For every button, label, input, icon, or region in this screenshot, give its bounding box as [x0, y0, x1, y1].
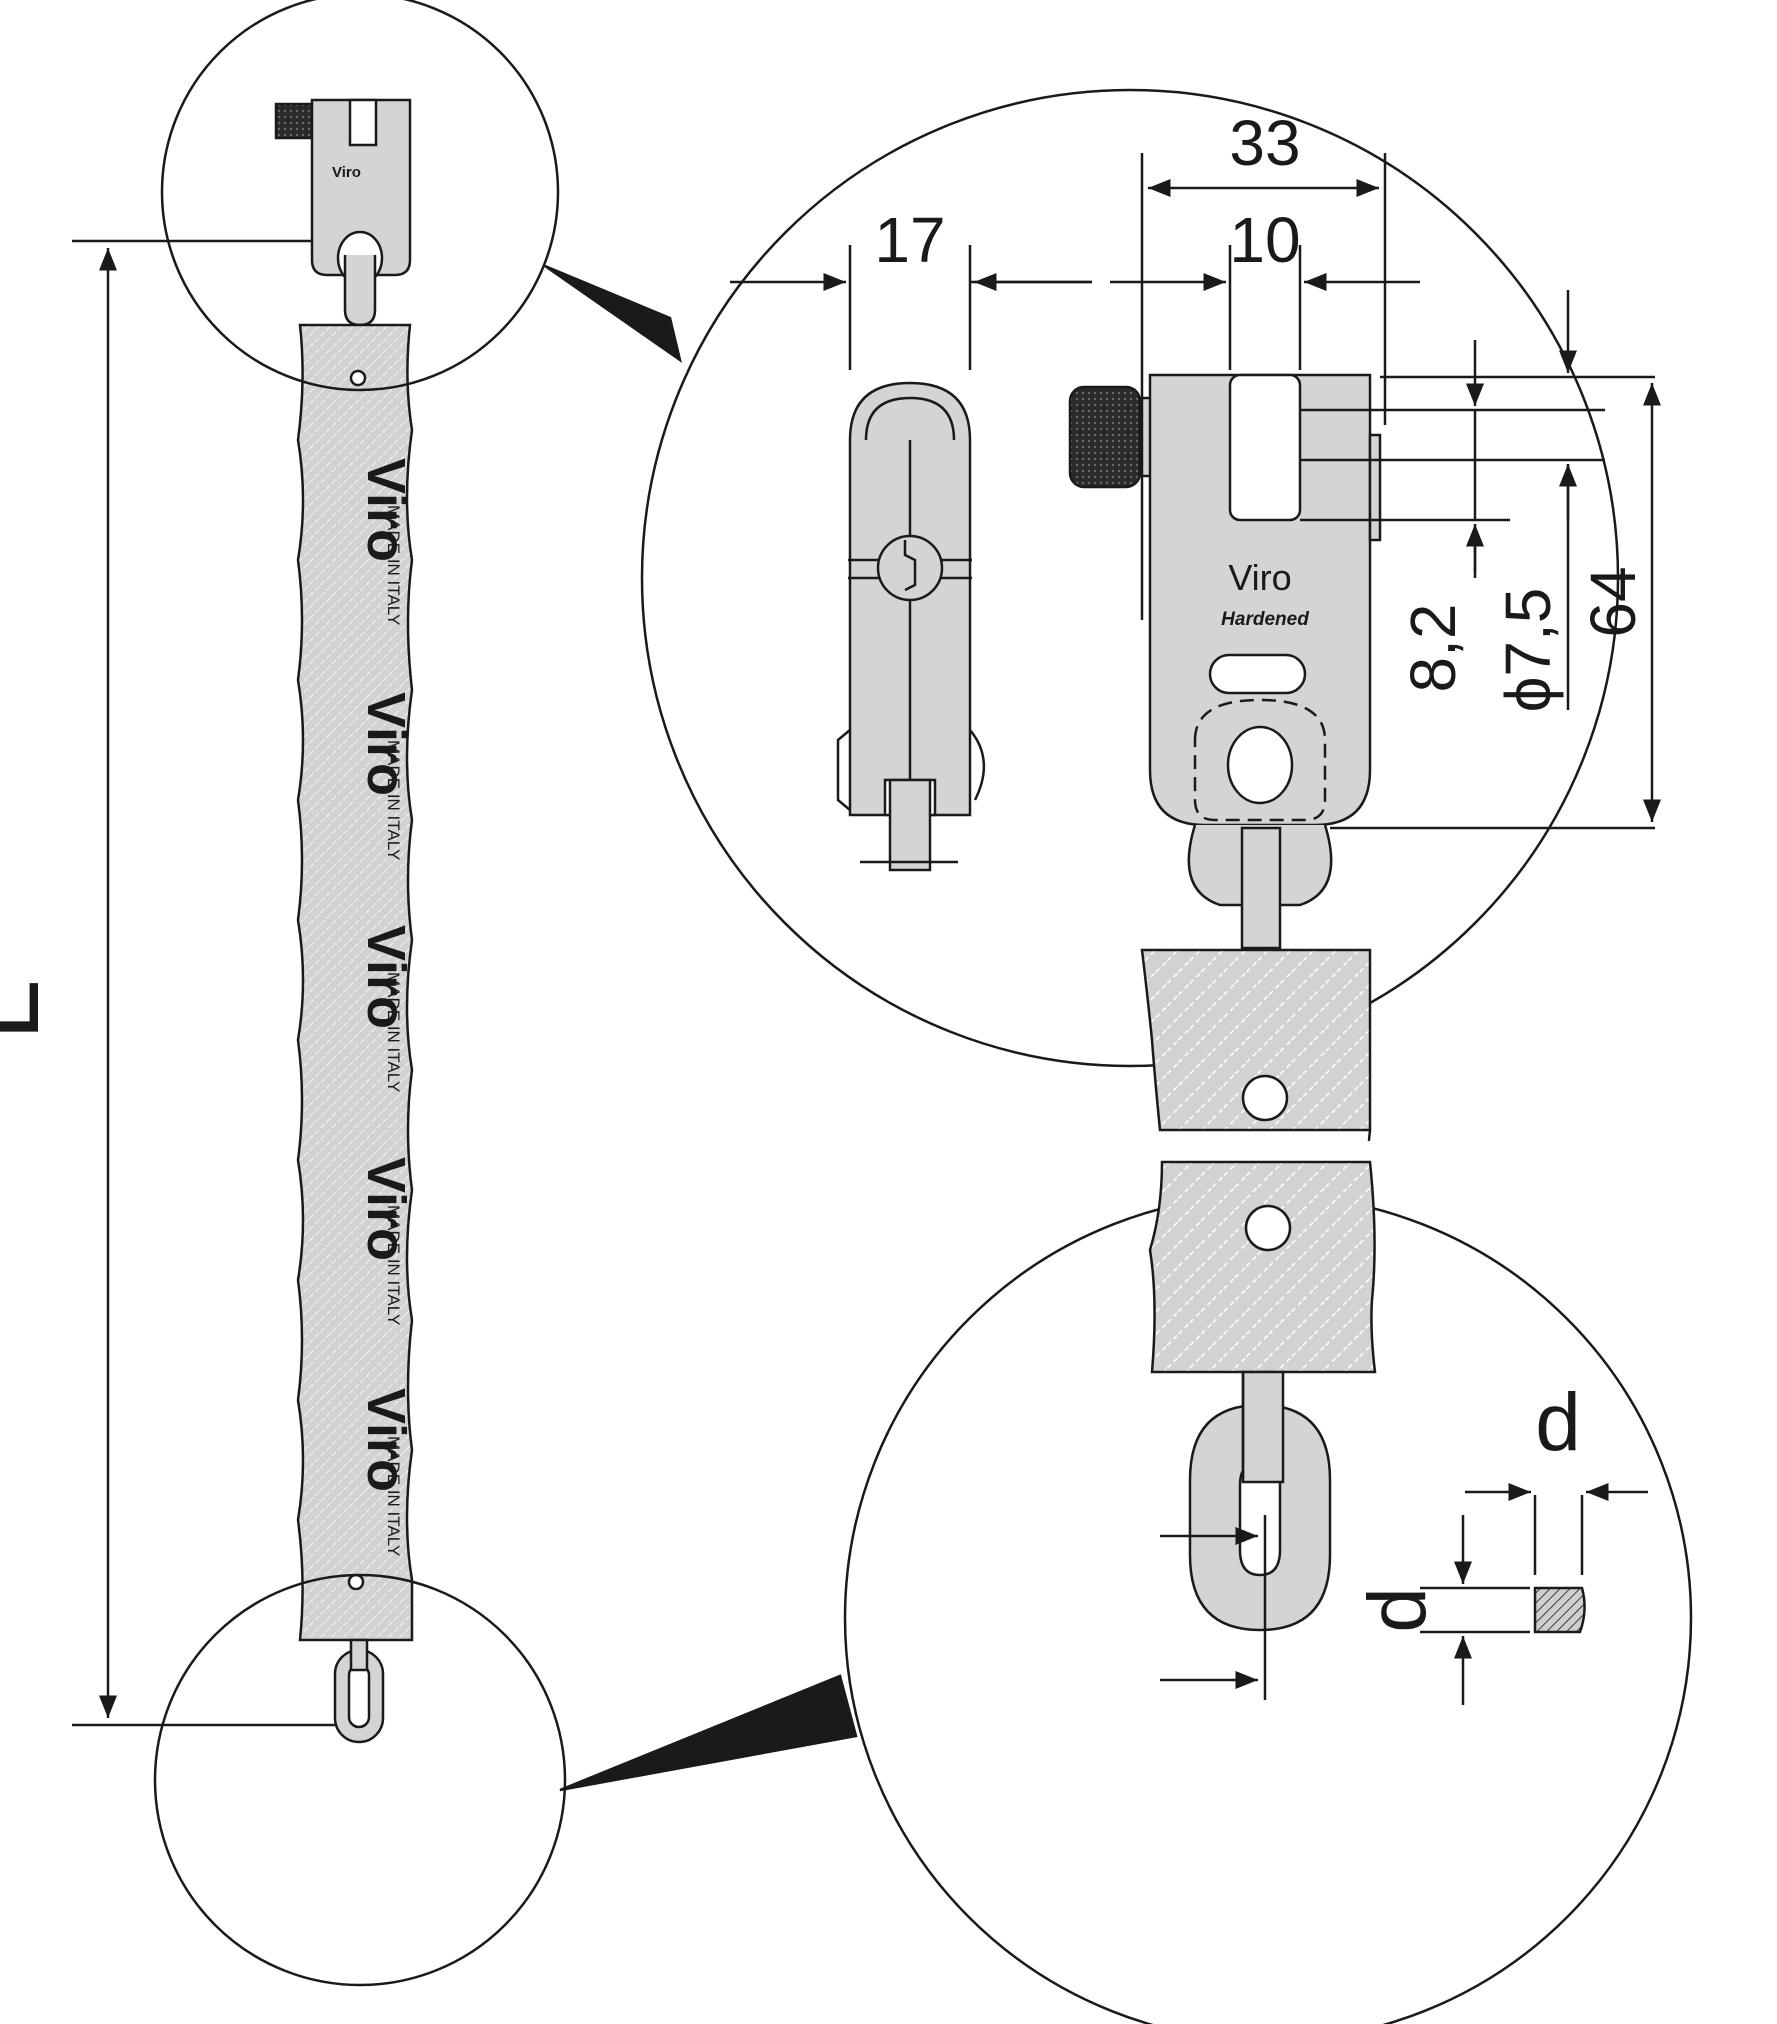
lock-hardened: Hardened — [1221, 609, 1309, 630]
link-sleeve-bottom — [1148, 1160, 1377, 1374]
sleeve-made-2: MADE IN ITALY — [384, 740, 403, 860]
dim-10: 10 — [1229, 204, 1300, 276]
sleeve — [296, 323, 414, 1642]
overall-view — [72, 0, 858, 1987]
lock-side-view — [836, 381, 986, 872]
small-knob — [274, 102, 314, 140]
small-lock-slot — [348, 98, 378, 147]
dim-33: 33 — [1229, 107, 1300, 179]
dim-64: 64 — [1577, 566, 1649, 637]
small-lock-body — [310, 98, 412, 277]
sleeve-rivet-top — [349, 369, 367, 387]
dim-8-2: 8,2 — [1397, 604, 1469, 693]
sleeve-markings: Viro MADE IN ITALY Viro MADE IN ITALY Vi… — [356, 458, 416, 1556]
sleeve-rivet-bottom — [347, 1573, 365, 1591]
leader-top — [544, 264, 682, 363]
lock-oblong-hole — [1208, 653, 1307, 695]
sleeve-brand-1: Viro — [356, 458, 416, 562]
dim-dia-7-5: ϕ7,5 — [1492, 588, 1564, 713]
sleeve-made-4: MADE IN ITALY — [384, 1205, 403, 1325]
wire-d-left: d — [1352, 1587, 1443, 1633]
lock-detail — [640, 88, 1661, 1142]
sleeve-made-3: MADE IN ITALY — [384, 972, 403, 1092]
lock-sleeve-top — [1140, 948, 1372, 1142]
detail-circle-top — [160, 0, 560, 392]
sleeve-made-5: MADE IN ITALY — [384, 1436, 403, 1556]
detail-circle-bottom — [153, 1573, 567, 1987]
small-link-top — [343, 255, 377, 327]
lock-knob — [1068, 385, 1142, 489]
lock-shackle-hole — [1226, 725, 1294, 805]
lock-slot — [1228, 373, 1302, 522]
lock-brand: Viro — [1228, 557, 1291, 598]
length-label: L — [0, 979, 62, 1040]
small-lock-brand: Viro — [332, 164, 361, 181]
sleeve-brand-3: Viro — [356, 925, 416, 1029]
dim-17: 17 — [874, 204, 945, 276]
sleeve-brand-2: Viro — [356, 692, 416, 796]
wire-cross-section — [1533, 1586, 1586, 1634]
lock-detail-circle — [640, 88, 1620, 1068]
sleeve-made-1: MADE IN ITALY — [384, 505, 403, 625]
sleeve-brand-4: Viro — [356, 1157, 416, 1261]
link-sleeve-rivet — [1244, 1204, 1292, 1252]
lock-front-view — [1068, 373, 1382, 1142]
wire-d-top: d — [1535, 1377, 1581, 1468]
link-detail — [843, 1160, 1693, 2024]
sleeve-brand-5: Viro — [356, 1388, 416, 1492]
leader-bottom — [559, 1674, 858, 1792]
lock-sleeve-rivet — [1241, 1074, 1289, 1122]
